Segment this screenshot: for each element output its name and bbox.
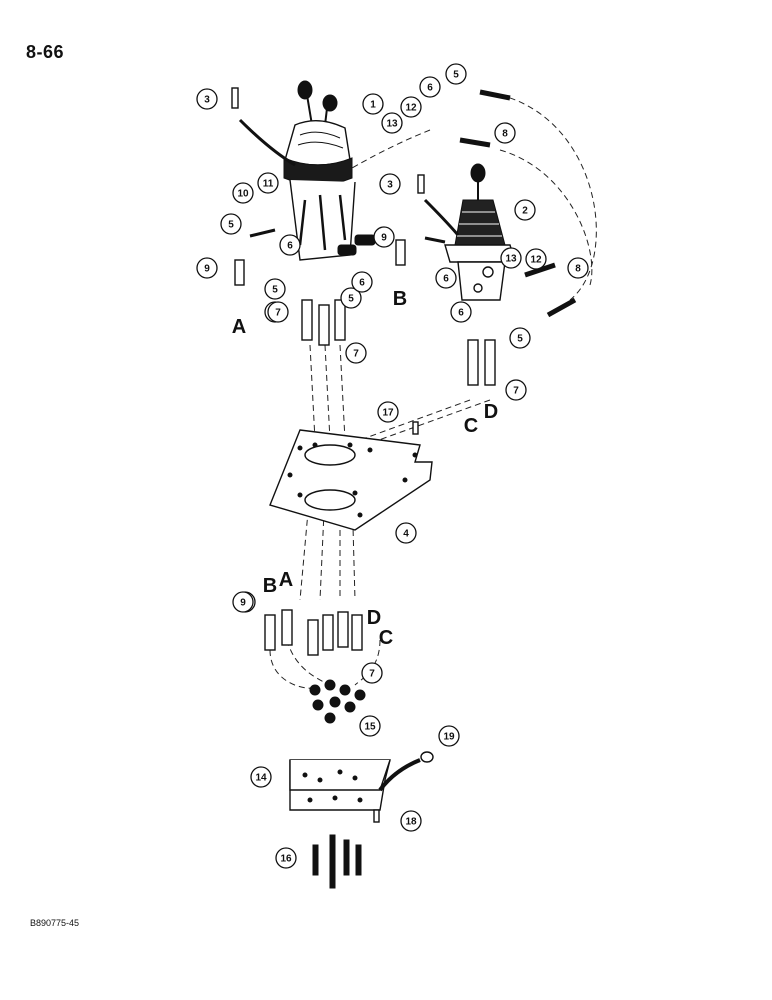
callout-9: 9 xyxy=(196,257,218,279)
callout-5: 5 xyxy=(264,278,286,300)
callout-7: 7 xyxy=(361,662,383,684)
callout-6: 6 xyxy=(435,267,457,289)
hose-label-B: B xyxy=(263,575,277,597)
hose-routing-lines xyxy=(269,94,597,689)
callout-2: 2 xyxy=(514,199,536,221)
svg-text:7: 7 xyxy=(513,386,519,397)
svg-text:14: 14 xyxy=(255,773,267,784)
callout-17: 17 xyxy=(377,401,399,423)
hose-label-C: C xyxy=(464,415,478,437)
hose-label-B: B xyxy=(393,288,407,310)
callout-9: 9 xyxy=(232,591,254,613)
callout-7: 7 xyxy=(345,342,367,364)
callout-5: 5 xyxy=(220,213,242,235)
callout-10: 10 xyxy=(232,182,254,204)
svg-text:5: 5 xyxy=(272,285,278,296)
svg-text:11: 11 xyxy=(263,179,274,190)
callout-11: 11 xyxy=(257,172,279,194)
svg-text:19: 19 xyxy=(443,732,455,743)
svg-text:6: 6 xyxy=(427,83,433,94)
cover-tray xyxy=(289,751,434,811)
callout-8: 8 xyxy=(494,122,516,144)
mounting-plate xyxy=(269,429,433,531)
callout-1: 1 xyxy=(362,93,384,115)
hose-label-C: C xyxy=(379,627,393,649)
svg-text:6: 6 xyxy=(443,274,449,285)
svg-text:3: 3 xyxy=(387,180,393,191)
svg-text:10: 10 xyxy=(237,189,249,200)
svg-text:6: 6 xyxy=(359,278,365,289)
page-number: 8-66 xyxy=(26,42,65,62)
svg-text:17: 17 xyxy=(382,408,394,419)
callout-8: 8 xyxy=(567,257,589,279)
callout-16: 16 xyxy=(275,847,297,869)
double-joystick-assembly xyxy=(238,80,376,261)
callout-7: 7 xyxy=(267,301,289,323)
callout-15: 15 xyxy=(359,715,381,737)
callout-4: 4 xyxy=(395,522,417,544)
callout-5: 5 xyxy=(509,327,531,349)
svg-text:2: 2 xyxy=(522,206,528,217)
svg-text:5: 5 xyxy=(348,294,354,305)
callout-12: 12 xyxy=(400,96,422,118)
callout-7: 7 xyxy=(505,379,527,401)
svg-text:6: 6 xyxy=(287,241,293,252)
hose-label-A: A xyxy=(232,316,246,338)
svg-text:8: 8 xyxy=(502,129,508,140)
svg-text:15: 15 xyxy=(364,722,376,733)
svg-text:9: 9 xyxy=(381,233,387,244)
callout-9: 9 xyxy=(373,226,395,248)
svg-text:12: 12 xyxy=(405,103,417,114)
nut-cluster xyxy=(309,679,366,724)
svg-text:13: 13 xyxy=(505,254,517,265)
callout-12: 12 xyxy=(525,248,547,270)
svg-text:7: 7 xyxy=(275,308,281,319)
callout-19: 19 xyxy=(438,725,460,747)
svg-text:3: 3 xyxy=(204,95,210,106)
hose-label-D: D xyxy=(484,401,498,423)
callout-6: 6 xyxy=(419,76,441,98)
callout-14: 14 xyxy=(250,766,272,788)
callout-6: 6 xyxy=(450,301,472,323)
svg-text:7: 7 xyxy=(353,349,359,360)
hose-label-D: D xyxy=(367,607,381,629)
callout-13: 13 xyxy=(500,247,522,269)
fittings xyxy=(231,87,577,823)
stud-cluster xyxy=(312,834,362,889)
callout-13: 13 xyxy=(381,112,403,134)
svg-text:5: 5 xyxy=(517,334,523,345)
svg-text:7: 7 xyxy=(369,669,375,680)
svg-text:9: 9 xyxy=(240,598,246,609)
callout-3: 3 xyxy=(379,173,401,195)
svg-text:13: 13 xyxy=(386,119,398,130)
callout-6: 6 xyxy=(279,234,301,256)
svg-text:5: 5 xyxy=(453,70,459,81)
callout-18: 18 xyxy=(400,810,422,832)
svg-text:12: 12 xyxy=(530,255,542,266)
callout-5: 5 xyxy=(445,63,467,85)
svg-text:5: 5 xyxy=(228,220,234,231)
callout-layer: 1233455555566666777778899910111212131314… xyxy=(196,63,589,869)
figure-reference: B890775-45 xyxy=(30,918,80,928)
svg-text:9: 9 xyxy=(204,264,210,275)
callout-6: 6 xyxy=(351,271,373,293)
svg-text:4: 4 xyxy=(403,529,409,540)
svg-text:8: 8 xyxy=(575,264,581,275)
svg-text:6: 6 xyxy=(458,308,464,319)
callout-5: 5 xyxy=(340,287,362,309)
single-joystick-assembly xyxy=(423,163,516,301)
svg-text:1: 1 xyxy=(370,100,376,111)
svg-text:18: 18 xyxy=(405,817,417,828)
hose-label-A: A xyxy=(279,569,293,591)
callout-3: 3 xyxy=(196,88,218,110)
svg-text:16: 16 xyxy=(280,854,292,865)
